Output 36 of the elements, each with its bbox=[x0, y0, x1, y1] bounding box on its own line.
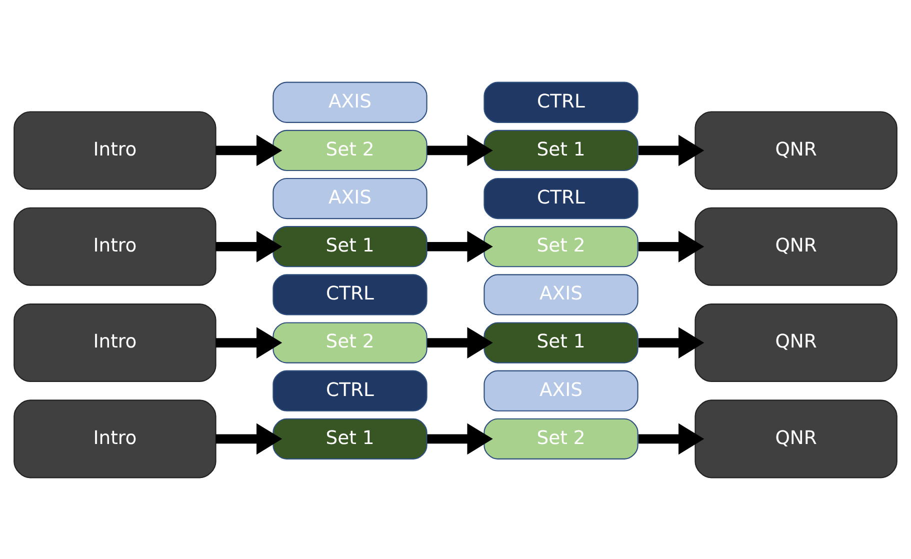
arrow bbox=[638, 230, 704, 262]
node-box: AXIS bbox=[272, 177, 428, 219]
node-box: Set 1 bbox=[484, 322, 638, 363]
arrow bbox=[638, 134, 704, 166]
node-box: Set 1 bbox=[484, 129, 638, 171]
node-box: Set 2 bbox=[272, 129, 428, 171]
arrow bbox=[427, 326, 493, 358]
node-box: Set 2 bbox=[484, 418, 638, 459]
arrow bbox=[427, 134, 493, 166]
node-box: CTRL bbox=[484, 177, 638, 219]
node-box: CTRL bbox=[484, 81, 638, 122]
node-box: Intro bbox=[14, 206, 216, 286]
node-box: Set 2 bbox=[272, 322, 428, 363]
node-box: QNR bbox=[694, 110, 898, 190]
node-box: Intro bbox=[14, 303, 216, 382]
node-box: QNR bbox=[694, 206, 898, 286]
node-box: Intro bbox=[14, 110, 216, 190]
node-box: Set 1 bbox=[272, 226, 428, 267]
node-box: CTRL bbox=[272, 274, 428, 315]
arrow bbox=[216, 134, 282, 166]
arrow bbox=[216, 326, 282, 358]
node-box: AXIS bbox=[484, 274, 638, 315]
node-box: CTRL bbox=[272, 370, 428, 411]
node-box: QNR bbox=[694, 303, 898, 382]
node-box: AXIS bbox=[272, 81, 428, 122]
arrow bbox=[638, 326, 704, 358]
node-box: AXIS bbox=[484, 370, 638, 411]
node-box: Set 1 bbox=[272, 418, 428, 459]
arrow bbox=[638, 422, 704, 454]
arrow bbox=[216, 230, 282, 262]
node-box: QNR bbox=[694, 399, 898, 478]
node-box: Intro bbox=[14, 399, 216, 478]
arrow bbox=[427, 230, 493, 262]
node-box: Set 2 bbox=[484, 226, 638, 267]
arrow bbox=[216, 422, 282, 454]
arrow bbox=[427, 422, 493, 454]
